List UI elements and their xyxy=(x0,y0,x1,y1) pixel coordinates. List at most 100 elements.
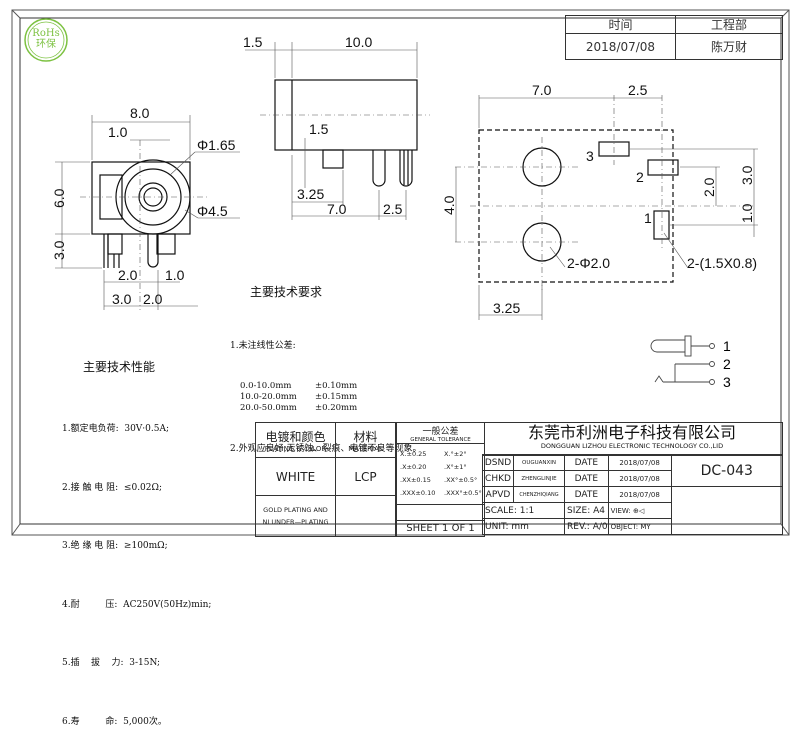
side-view: 1.5 10.0 1.5 3.25 7.0 2.5 xyxy=(243,34,430,220)
header-dept: 工程部 xyxy=(675,15,783,34)
header-time: 时间 xyxy=(565,15,676,34)
dim-hole-small: Φ1.65 xyxy=(197,137,236,153)
performance-item: 5.插 拔 力: 3-15N; xyxy=(62,658,161,668)
tol-angle-2: .X°±1° xyxy=(444,463,467,471)
tol-range-2: 10.0-20.0mm xyxy=(240,392,297,402)
performance-item: 1.额定电负荷: 30V·0.5A; xyxy=(62,424,169,434)
schematic-pin-1: 1 xyxy=(723,338,731,354)
tol-angle-4: .XXX°±0.5° xyxy=(444,489,482,497)
schematic-pin-3: 3 xyxy=(723,374,731,390)
performance-item: 2.接 触 电 阻: ≤0.02Ω; xyxy=(62,482,162,493)
dim-holes: 2-Φ2.0 xyxy=(567,255,610,271)
dim-offset: 1.0 xyxy=(108,124,128,140)
performance-title: 主要技术性能 xyxy=(83,360,156,374)
tol-angle-1: X.°±2° xyxy=(444,450,467,458)
date-label-apvd: DATE xyxy=(564,486,609,503)
approval-block: DSND OUGUANXIN DATE 2018/07/08 DC-043 CH… xyxy=(482,454,784,535)
role-apvd: APVD xyxy=(482,486,514,503)
dim-height: 6.0 xyxy=(51,188,67,208)
tol-linear-2: .X±0.20 xyxy=(400,463,427,471)
material-header-en: MATERIAL xyxy=(348,444,383,453)
material-value: LCP xyxy=(335,457,396,496)
plating-header-en: PLATING & coLOR xyxy=(264,444,327,453)
dim-top-b: 2.5 xyxy=(628,82,648,98)
rohs-logo: RoHs 环保 xyxy=(20,14,72,64)
requirements-title: 主要技术要求 xyxy=(250,285,323,299)
tol-value-1: ±0.10mm xyxy=(315,381,358,391)
dim-right-b: 3.0 xyxy=(739,165,755,185)
tol-angle-3: .XX°±0.5° xyxy=(444,476,478,484)
color-value: WHITE xyxy=(255,457,336,496)
pcb-layout-view: 7.0 2.5 4.0 2.0 3.0 1.0 3.25 2-Φ2.0 2-(1… xyxy=(441,82,758,320)
object-value: OBJECT: MY xyxy=(607,518,672,535)
dim-right-a: 2.0 xyxy=(701,177,717,197)
tolerance-header-en: GENERAL TOLERANCE xyxy=(410,436,471,443)
name-apvd: CHENZHIQIANG xyxy=(513,486,565,503)
pad-2 xyxy=(647,159,679,176)
role-chkd: CHKD xyxy=(482,470,514,487)
dim-right-c: 1.0 xyxy=(739,203,755,223)
performance-item: 4.耐 压: AC250V(50Hz)min; xyxy=(62,599,212,610)
dim-pin-off: 3.25 xyxy=(297,186,324,202)
dim-pin-sp2: 2.5 xyxy=(383,201,403,217)
tol-linear-1: X.±0.25 xyxy=(400,450,427,458)
date-apvd: 2018/07/08 xyxy=(607,486,672,503)
rev-value: REV.: A/0 xyxy=(564,518,609,535)
dim-pin-len: 3.0 xyxy=(51,240,67,260)
tol-range-1: 0.0-10.0mm xyxy=(240,381,292,391)
plating-value-2: NI UNDER—PLATING xyxy=(262,518,329,526)
dim-width: 8.0 xyxy=(130,105,150,121)
approval-table: 时间 工程部 2018/07/08 陈万财 xyxy=(565,15,783,60)
size-value: SIZE: A4 xyxy=(564,502,609,519)
rohs-text: RoHs xyxy=(32,28,60,39)
schematic-pin-2: 2 xyxy=(723,356,731,372)
dim-slots: 2-(1.5X0.8) xyxy=(687,255,757,271)
pad-label-1: 1 xyxy=(644,210,652,226)
name-chkd: ZHENGLINJIE xyxy=(513,470,565,487)
view-label: VIEW: xyxy=(610,506,631,515)
performance-item: 3.绝 缘 电 阻: ≥100mΩ; xyxy=(62,541,168,551)
dim-body: 10.0 xyxy=(345,34,372,50)
value-date: 2018/07/08 xyxy=(565,33,676,60)
part-number: DC-043 xyxy=(670,454,784,487)
name-dsnd: OUGUANXIN xyxy=(513,454,565,471)
date-label-chkd: DATE xyxy=(564,470,609,487)
dim-pin-b: 1.0 xyxy=(165,267,185,283)
dim-pin-a: 2.0 xyxy=(118,267,138,283)
pad-label-3: 3 xyxy=(586,148,594,164)
tol-value-2: ±0.15mm xyxy=(315,392,358,402)
company-name-en: DONGGUAN LIZHOU ELECTRONIC TECHNOLOGY CO… xyxy=(540,442,724,450)
pad-1 xyxy=(653,210,670,240)
dim-pin-c: 3.0 xyxy=(112,291,132,307)
projection-symbol-icon: ⊕◁ xyxy=(633,506,645,515)
dim-hole-large: Φ4.5 xyxy=(197,203,228,219)
dim-top-a: 7.0 xyxy=(532,82,552,98)
company-header: 东莞市利洲电子科技有限公司 DONGGUAN LIZHOU ELECTRONIC… xyxy=(482,422,783,456)
dim-pin-sp1: 7.0 xyxy=(327,201,347,217)
sheet-label: SHEET 1 OF 1 xyxy=(396,520,485,537)
performance-list: 1.额定电负荷: 30V·0.5A; 2.接 触 电 阻: ≤0.02Ω; 3.… xyxy=(62,381,211,752)
role-dsnd: DSND xyxy=(482,454,514,471)
tol-value-3: ±0.20mm xyxy=(315,403,358,413)
date-chkd: 2018/07/08 xyxy=(607,470,672,487)
date-dsnd: 2018/07/08 xyxy=(607,454,672,471)
dim-pin-d: 2.0 xyxy=(143,291,163,307)
unit-value: UNIT: mm xyxy=(482,518,565,535)
dim-bottom: 3.25 xyxy=(493,300,520,316)
material-header-cn: 材料 xyxy=(353,429,378,444)
rohs-cn-text: 环保 xyxy=(36,39,56,50)
front-view: 8.0 1.0 Φ1.65 Φ4.5 6.0 3.0 2.0 1.0 3.0 2… xyxy=(51,105,240,310)
company-name-cn: 东莞市利洲电子科技有限公司 xyxy=(527,423,736,442)
plating-header-cn: 电镀和颜色 xyxy=(265,429,326,444)
dim-front: 1.5 xyxy=(243,34,263,50)
plating-value: GOLD PLATING AND xyxy=(263,506,328,514)
value-engineer: 陈万财 xyxy=(675,33,783,60)
tol-linear-3: .XX±0.15 xyxy=(400,476,431,484)
tolerance-header-cn: 一般公差 xyxy=(422,426,459,437)
requirement-item-1: 1.未注线性公差: xyxy=(230,341,296,351)
schematic-symbol: 1 2 3 xyxy=(650,335,731,390)
scale-value: SCALE: 1:1 xyxy=(482,502,565,519)
tol-linear-4: .XXX±0.10 xyxy=(400,489,436,497)
